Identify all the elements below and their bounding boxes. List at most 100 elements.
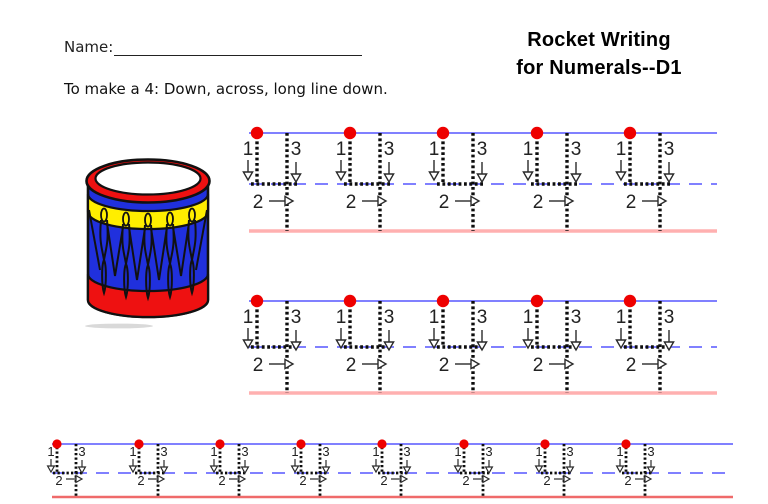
stroke-number-2: 2	[533, 192, 544, 213]
stroke-number-1: 1	[616, 307, 627, 328]
start-dot	[621, 439, 631, 449]
down-arrow-icon	[402, 466, 412, 475]
down-arrow-icon	[209, 465, 219, 474]
name-line	[114, 38, 363, 56]
stroke-number-3: 3	[241, 444, 248, 459]
start-dot	[623, 294, 637, 308]
down-arrow-icon	[428, 339, 440, 350]
title-line-2: for Numerals--D1	[516, 57, 682, 79]
right-arrow-icon	[319, 474, 328, 484]
stroke-number-1: 1	[291, 444, 298, 459]
down-arrow-icon	[321, 466, 331, 475]
down-arrow-icon	[428, 171, 440, 182]
stroke-number-3: 3	[566, 444, 573, 459]
right-arrow-icon	[157, 474, 166, 484]
stroke-number-2: 2	[253, 355, 264, 376]
stroke-number-1: 1	[336, 139, 347, 160]
numeral-4-trace-unit: 1 3 2	[615, 294, 675, 393]
stroke-number-2: 2	[55, 473, 62, 488]
right-arrow-icon	[470, 195, 481, 207]
stroke-number-2: 2	[533, 355, 544, 376]
start-dot	[459, 439, 469, 449]
stroke-number-2: 2	[439, 355, 450, 376]
stroke-number-3: 3	[384, 139, 395, 160]
stroke-number-3: 3	[664, 139, 675, 160]
stroke-number-1: 1	[372, 444, 379, 459]
start-dot	[530, 294, 544, 308]
stroke-number-1: 1	[47, 444, 54, 459]
worksheet-title: Rocket Writing for Numerals--D1	[458, 26, 740, 82]
right-arrow-icon	[400, 474, 409, 484]
stroke-number-3: 3	[477, 307, 488, 328]
drum-shadow	[85, 323, 153, 329]
down-arrow-icon	[290, 173, 302, 184]
right-arrow-icon	[482, 474, 491, 484]
name-row: Name:	[64, 38, 363, 56]
down-arrow-icon	[522, 171, 534, 182]
down-arrow-icon	[242, 339, 254, 350]
down-arrow-icon	[371, 465, 381, 474]
stroke-number-2: 2	[462, 473, 469, 488]
stroke-number-3: 3	[322, 444, 329, 459]
right-arrow-icon	[564, 358, 575, 370]
stroke-number-3: 3	[664, 307, 675, 328]
down-arrow-icon	[335, 339, 347, 350]
right-arrow-icon	[284, 358, 295, 370]
stroke-number-1: 1	[129, 444, 136, 459]
stroke-number-3: 3	[291, 139, 302, 160]
numeral-4-trace-unit: 1 3 2	[428, 126, 488, 231]
start-dot	[377, 439, 387, 449]
down-arrow-icon	[242, 171, 254, 182]
right-arrow-icon	[564, 195, 575, 207]
down-arrow-icon	[476, 341, 488, 352]
down-arrow-icon	[335, 171, 347, 182]
stroke-number-1: 1	[523, 139, 534, 160]
down-arrow-icon	[453, 465, 463, 474]
right-arrow-icon	[377, 358, 388, 370]
stroke-number-1: 1	[535, 444, 542, 459]
right-arrow-icon	[284, 195, 295, 207]
stroke-number-2: 2	[346, 355, 357, 376]
stroke-number-2: 2	[624, 473, 631, 488]
drum-lugs	[100, 207, 196, 228]
right-arrow-icon	[75, 474, 84, 484]
down-arrow-icon	[240, 466, 250, 475]
stroke-number-1: 1	[523, 307, 534, 328]
down-arrow-icon	[615, 339, 627, 350]
down-arrow-icon	[615, 171, 627, 182]
drum-image	[85, 158, 211, 329]
stroke-number-3: 3	[160, 444, 167, 459]
start-dot	[250, 294, 264, 308]
start-dot	[296, 439, 306, 449]
right-arrow-icon	[470, 358, 481, 370]
down-arrow-icon	[484, 466, 494, 475]
stroke-number-1: 1	[429, 139, 440, 160]
stroke-number-1: 1	[243, 307, 254, 328]
right-arrow-icon	[644, 474, 653, 484]
stroke-number-1: 1	[210, 444, 217, 459]
stroke-number-2: 2	[253, 192, 264, 213]
stroke-number-2: 2	[218, 473, 225, 488]
stroke-number-2: 2	[439, 192, 450, 213]
start-dot	[343, 294, 357, 308]
stroke-number-3: 3	[477, 139, 488, 160]
stroke-number-3: 3	[384, 307, 395, 328]
down-arrow-icon	[476, 173, 488, 184]
right-arrow-icon	[563, 474, 572, 484]
stroke-number-1: 1	[616, 444, 623, 459]
stroke-number-2: 2	[626, 355, 637, 376]
drum-lacing	[88, 209, 208, 302]
down-arrow-icon	[565, 466, 575, 475]
